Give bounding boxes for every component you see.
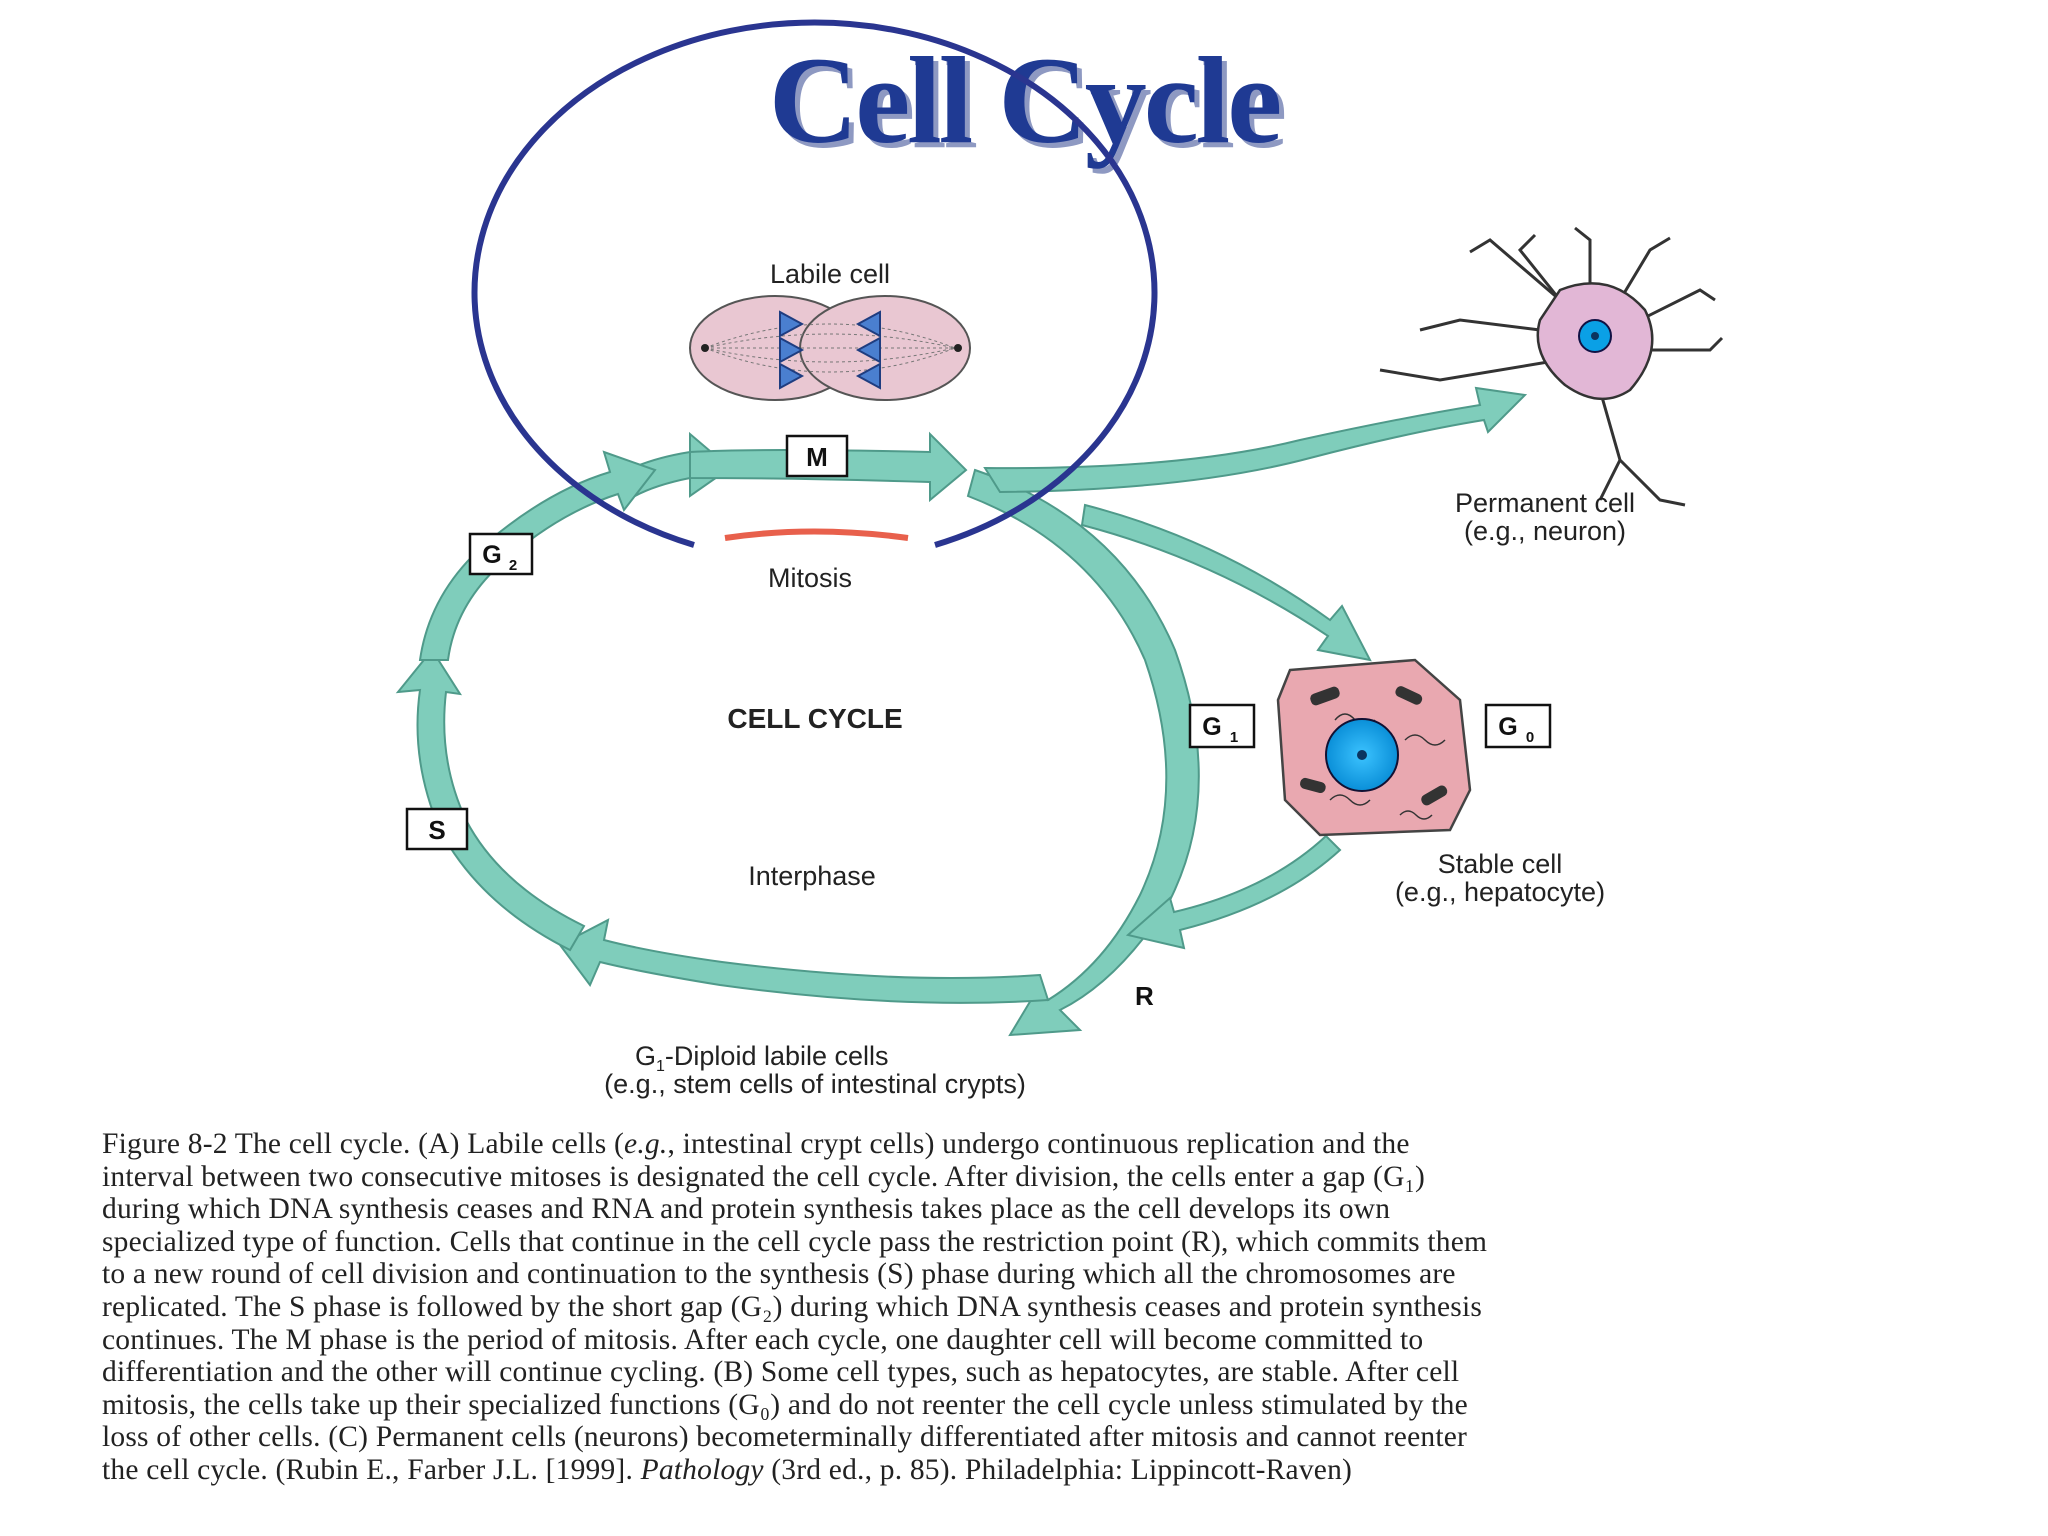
caption-line: specialized type of function. Cells that… (102, 1225, 1488, 1258)
svg-text:1: 1 (1230, 729, 1238, 746)
caption-line: to a new round of cell division and cont… (102, 1258, 1456, 1291)
permanent-cell-example: (e.g., neuron) (1464, 516, 1626, 546)
neuron-illustration (1379, 226, 1724, 507)
caption-line: continues. The M phase is the period of … (102, 1323, 1424, 1356)
permanent-cell-label: Permanent cell (1455, 488, 1635, 518)
arrow-bottom (558, 918, 1050, 1004)
figure-caption: Figure 8-2 The cell cycle. (A) Labile ce… (102, 1128, 1982, 1487)
arrow-left-top (418, 450, 657, 661)
svg-text:0: 0 (1526, 729, 1534, 746)
restriction-point-label: R (1135, 981, 1154, 1011)
labile-cell-illustration (689, 295, 971, 401)
mitosis-arc (724, 528, 909, 541)
svg-text:M: M (806, 442, 828, 472)
svg-text:2: 2 (509, 557, 517, 574)
svg-text:G: G (1498, 713, 1517, 741)
arrow-right-descending (966, 468, 1200, 1037)
caption-line: differentiation and the other will conti… (102, 1356, 1460, 1389)
cell-cycle-center-label: CELL CYCLE (727, 703, 902, 734)
stable-cell-example: (e.g., hepatocyte) (1395, 877, 1605, 907)
caption-line: mitosis, the cells take up their special… (102, 1388, 1468, 1421)
hepatocyte-illustration (1276, 658, 1472, 837)
cycle-arrow-ring (395, 431, 1200, 1037)
svg-text:G: G (482, 541, 501, 569)
slide-title: Cell Cycle (768, 32, 1283, 169)
phase-box-s: S (405, 807, 469, 851)
phase-box-m: M (785, 434, 849, 478)
labile-cell-label: Labile cell (770, 259, 890, 289)
interphase-ring (471, 19, 1158, 548)
interphase-label: Interphase (748, 861, 876, 891)
arrow-to-permanent-cell (983, 386, 1528, 494)
mitosis-label: Mitosis (768, 563, 852, 593)
diploid-label: G1-Diploid labile cells (635, 1041, 889, 1075)
svg-text:S: S (428, 815, 445, 845)
caption-line: the cell cycle. (Rubin E., Farber J.L. [… (102, 1453, 1353, 1486)
arrow-left-bottom (395, 648, 586, 952)
svg-text:G: G (1202, 713, 1221, 741)
phase-box-g2: G 2 (468, 532, 534, 576)
arrow-from-stable-cell (1125, 834, 1342, 950)
caption-line: replicated. The S phase is followed by t… (102, 1290, 1483, 1323)
stable-cell-label: Stable cell (1438, 849, 1563, 879)
phase-box-g0: G 0 (1484, 703, 1552, 749)
phase-box-g1: G 1 (1188, 703, 1256, 749)
caption-line: interval between two consecutive mitoses… (102, 1160, 1426, 1193)
diploid-example: (e.g., stem cells of intestinal crypts) (604, 1069, 1026, 1099)
caption-line: Figure 8-2 The cell cycle. (A) Labile ce… (102, 1128, 1410, 1160)
arrow-to-stable-cell (1080, 503, 1372, 662)
caption-line: loss of other cells. (C) Permanent cells… (102, 1421, 1468, 1454)
caption-line: during which DNA synthesis ceases and RN… (102, 1193, 1391, 1226)
